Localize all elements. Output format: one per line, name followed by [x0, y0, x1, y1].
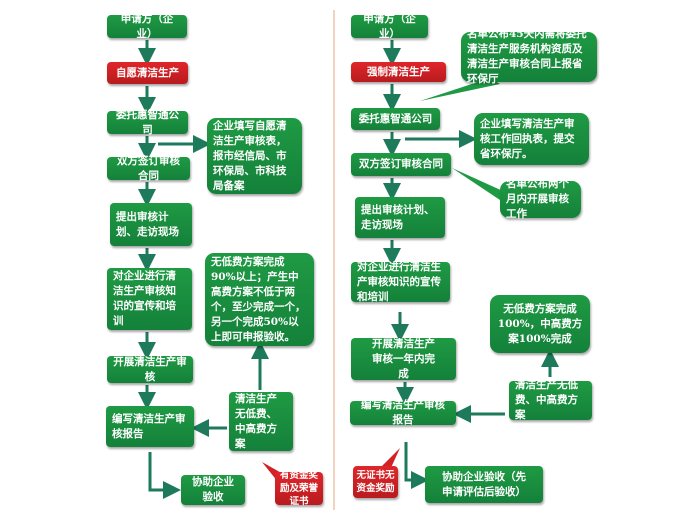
right-note-45days: 名单公布45天内需将委托清洁生产服务机构资质及清洁生产审核合同上报省环保厅	[461, 28, 597, 85]
left-applicant: 申请方（企业）	[107, 13, 187, 40]
right-report: 编写清洁生产审核报告	[350, 399, 456, 426]
left-entrust: 委托惠智通公司	[107, 109, 188, 136]
left-training: 对企业进行清洁生产审核知识的宣传和培训	[107, 268, 192, 330]
left-acceptance: 协助企业验收	[181, 475, 245, 505]
right-plan: 提出审核计划、走访现场	[355, 197, 445, 238]
left-note-criteria: 无低费方案完成90%以上；产生中高费方案不低于两个，至少完成一个，另一个完成50…	[205, 253, 314, 346]
right-applicant: 申请方（企业）	[351, 13, 428, 40]
right-schemes: 清洁生产无低费、中高费方案	[509, 379, 592, 421]
column-divider	[333, 10, 335, 510]
right-note-2months: 名单公布两个月内开展审核工作	[500, 178, 581, 220]
callout-tail	[420, 78, 500, 101]
left-schemes: 清洁生产无低费、中高费方案	[229, 392, 293, 451]
left-type-voluntary: 自愿清洁生产	[107, 62, 188, 84]
right-contract: 双方签订审核合同	[351, 153, 451, 176]
left-audit: 开展清洁生产审核	[107, 356, 193, 383]
left-report: 编写清洁生产审核报告	[106, 406, 194, 447]
left-reward-badge: 有资金奖励及荣誉证书	[275, 470, 323, 507]
right-entrust: 委托惠智通公司	[351, 108, 440, 130]
left-plan: 提出审核计划、走访现场	[110, 203, 192, 246]
right-acceptance: 协助企业验收（先申请评估后验收）	[425, 466, 543, 503]
right-training: 对企业进行清洁生产审核知识的宣传和培训	[351, 261, 450, 303]
left-note-filing: 企业填写自愿清洁生产审核表，报市经信局、市环保局、市科技局备案	[207, 118, 302, 194]
right-type-mandatory: 强制清洁生产	[351, 62, 446, 82]
right-note-criteria: 无低费方案完成100%，中高费方案100%完成	[490, 295, 590, 353]
left-contract: 双方签订审核合同	[107, 155, 190, 182]
right-audit: 开展清洁生产审核一年内完成	[351, 338, 456, 380]
right-no-reward-badge: 无证书无资金奖励	[353, 466, 398, 498]
right-note-receipt: 企业填写清洁生产审核工作回执表，提交省环保厅。	[474, 113, 589, 165]
